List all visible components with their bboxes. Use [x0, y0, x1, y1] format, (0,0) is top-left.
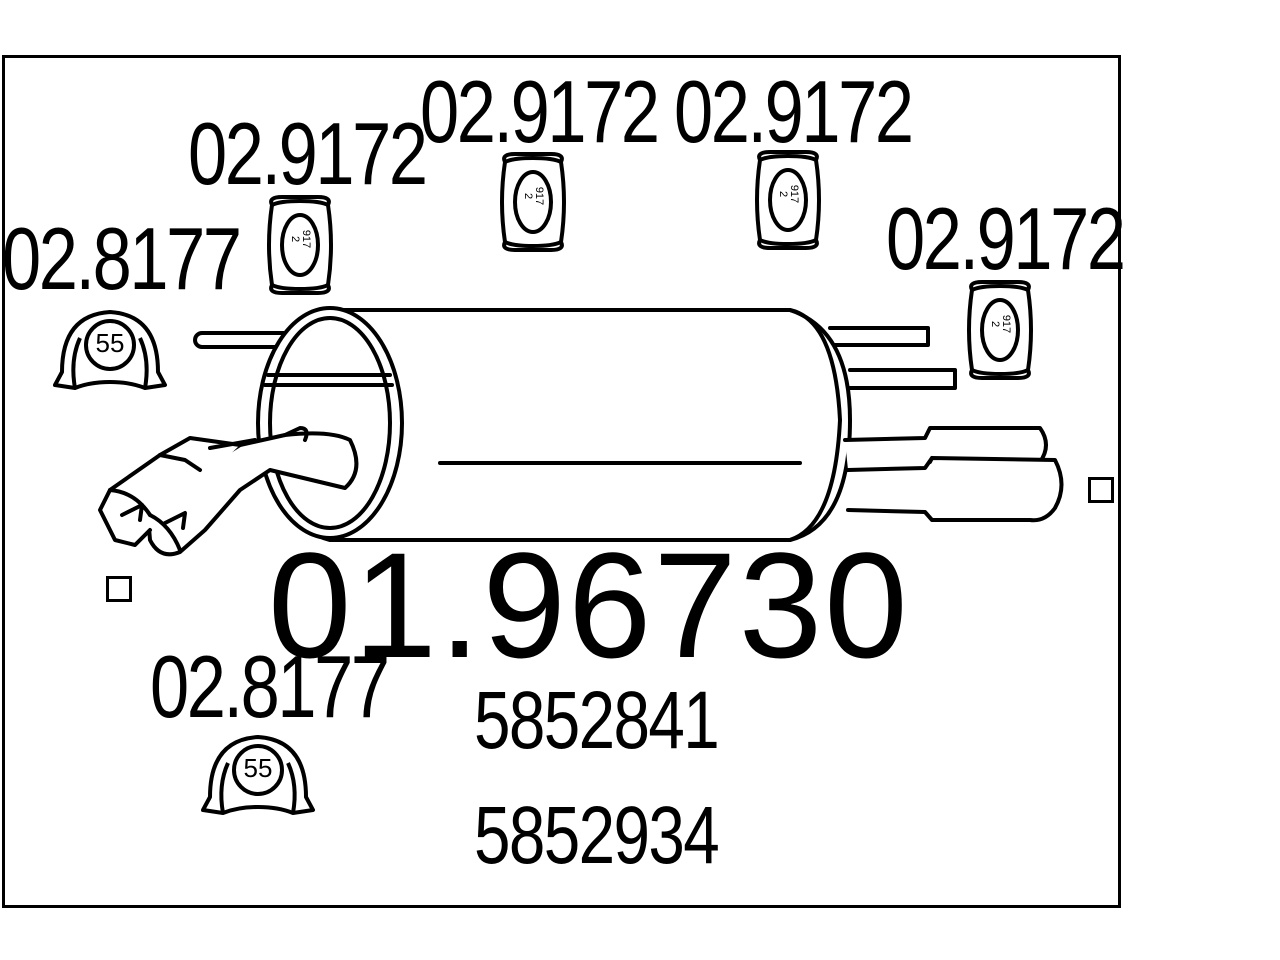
hanger-badge-2: 9172 — [522, 186, 545, 206]
oe-number-2: 5852934 — [474, 790, 720, 881]
hanger-badge-left: 55 — [95, 328, 125, 358]
diagram-frame — [2, 55, 1121, 908]
part-number: 01.96730 — [268, 521, 910, 689]
marker-square-right — [1088, 477, 1114, 503]
hanger-code-1: 02.9172 — [188, 104, 428, 203]
hanger-badge-3: 9172 — [777, 184, 800, 204]
hanger-code-left: 02.8177 — [2, 209, 242, 308]
hanger-badge-bottom: 55 — [243, 753, 273, 783]
oe-number-1: 5852841 — [474, 675, 720, 766]
hanger-badge-1: 9172 — [289, 229, 312, 249]
hanger-code-2: 02.9172 — [420, 62, 660, 161]
hanger-code-bottom: 02.8177 — [150, 637, 390, 736]
hanger-badge-4: 9172 — [989, 314, 1012, 334]
hanger-code-3: 02.9172 — [674, 62, 914, 161]
marker-square-left — [106, 576, 132, 602]
hanger-code-4: 02.9172 — [886, 189, 1126, 288]
